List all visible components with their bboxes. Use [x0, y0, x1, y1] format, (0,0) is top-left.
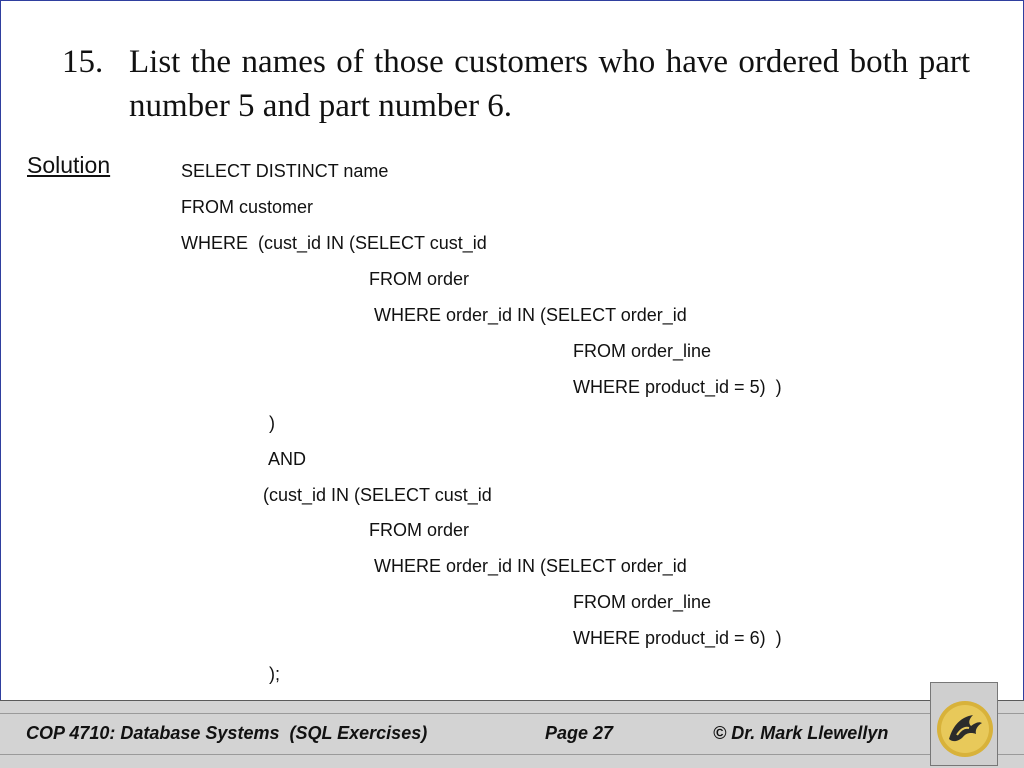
- sql-line: FROM order: [369, 520, 470, 540]
- sql-line: WHERE (cust_id IN (SELECT cust_id: [181, 233, 487, 253]
- sql-line: SELECT DISTINCT name: [181, 161, 389, 181]
- sql-line: FROM order_line: [573, 592, 712, 612]
- sql-line: );: [269, 664, 280, 684]
- footer-divider-top: [0, 700, 1024, 701]
- sql-line: (cust_id IN (SELECT cust_id: [263, 485, 492, 505]
- sql-line: FROM order: [369, 269, 470, 289]
- sql-line: WHERE order_id IN (SELECT order_id: [374, 305, 687, 325]
- sql-line: FROM order_line: [573, 341, 712, 361]
- footer-divider-inner: [0, 713, 1024, 714]
- sql-line: WHERE order_id IN (SELECT order_id: [374, 556, 687, 576]
- footer-bar: [0, 700, 1024, 768]
- question-number: 15.: [62, 44, 104, 80]
- pegasus-logo-icon: [937, 701, 993, 757]
- sql-line: AND: [268, 449, 307, 469]
- sql-line: FROM customer: [181, 197, 314, 217]
- sql-line: WHERE product_id = 5) ): [573, 377, 782, 397]
- logo-box: [930, 682, 998, 766]
- solution-label: Solution: [27, 152, 111, 178]
- sql-line: ): [269, 413, 275, 433]
- footer-divider-bottom: [0, 754, 1024, 755]
- question-text: List the names of those customers who ha…: [129, 44, 970, 124]
- footer-course: COP 4710: Database Systems (SQL Exercise…: [26, 723, 428, 743]
- footer-author: © Dr. Mark Llewellyn: [713, 723, 889, 743]
- sql-line: WHERE product_id = 6) ): [573, 628, 782, 648]
- footer-page: Page 27: [545, 723, 614, 743]
